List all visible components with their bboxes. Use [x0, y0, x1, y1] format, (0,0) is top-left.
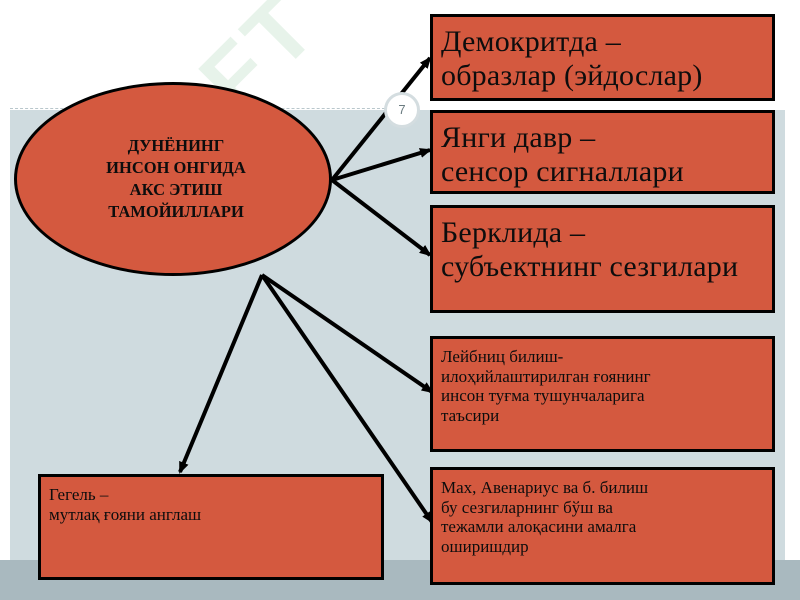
- box-new-age: Янги давр – сенсор сигналлари: [430, 110, 775, 194]
- box-democritus: Демокритда – образлар (эйдослар): [430, 14, 775, 101]
- arrow-to-democritus: [330, 56, 432, 182]
- arrow-to-leibniz: [260, 273, 434, 394]
- arrow-to-berkeley: [330, 178, 432, 257]
- arrow-to-hegel: [178, 274, 264, 474]
- box-hegel: Гегель – мутлақ ғояни англаш: [38, 474, 384, 580]
- box-berkeley: Берклида – субъектнинг сезгилари: [430, 205, 775, 313]
- arrow-to-mach: [260, 273, 434, 524]
- center-ellipse: ДУНЁНИНГ ИНСОН ОНГИДА АКС ЭТИШ ТАМОЙИЛЛА…: [14, 82, 332, 276]
- box-leibniz: Лейбниц билиш- илоҳийлаштирилган ғоянинг…: [430, 336, 775, 452]
- arrow-to-new-age: [331, 148, 432, 182]
- box-mach: Мах, Авенариус ва б. билиш бу сезгиларни…: [430, 467, 775, 585]
- center-title: ДУНЁНИНГ ИНСОН ОНГИДА АКС ЭТИШ ТАМОЙИЛЛА…: [106, 136, 246, 221]
- page-number-badge: 7: [384, 92, 420, 128]
